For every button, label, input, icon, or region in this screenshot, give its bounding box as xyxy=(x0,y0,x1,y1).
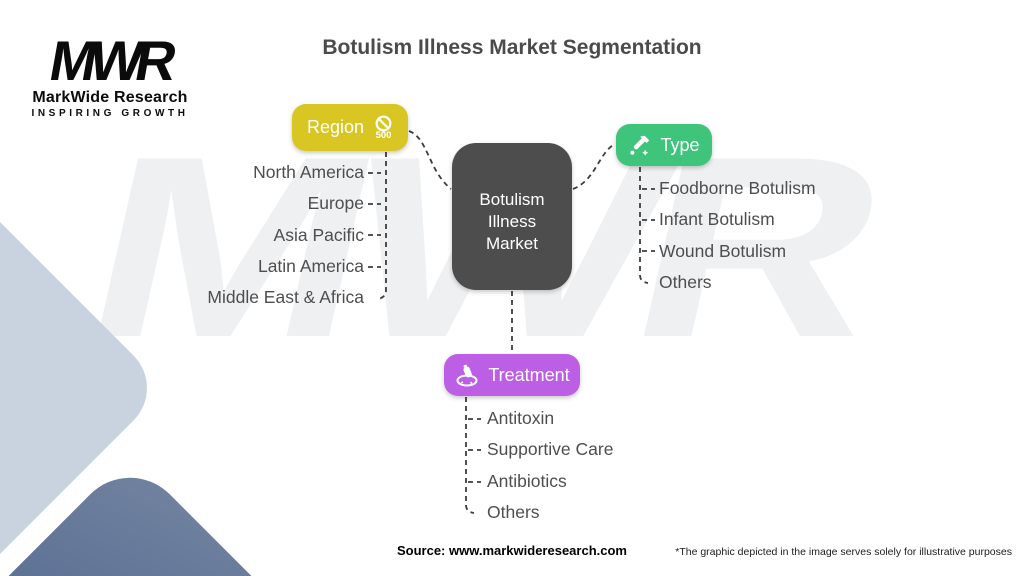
region-node: Region 500 xyxy=(292,104,408,151)
type-item: Foodborne Botulism xyxy=(659,178,816,198)
treatment-item: Antitoxin xyxy=(487,408,555,428)
treatment-items-list: Antitoxin Supportive Care Antibiotics Ot… xyxy=(487,403,613,528)
markwide-logo: MWR MarkWide Research INSPIRING GROWTH xyxy=(26,29,194,120)
source-text: Source: www.markwideresearch.com xyxy=(396,543,627,558)
page-title: Botulism Illness Market Segmentation xyxy=(322,36,702,59)
logo-name: MarkWide Research xyxy=(32,89,188,107)
disclaimer-text: *The graphic depicted in the image serve… xyxy=(675,546,1012,558)
logo-tagline: INSPIRING GROWTH xyxy=(31,108,189,120)
treatment-node-label: Treatment xyxy=(488,364,570,385)
prohibition-icon: 500 xyxy=(374,114,393,141)
region-item: Middle East & Africa xyxy=(207,287,364,308)
type-item: Others xyxy=(659,271,712,292)
type-node: Type xyxy=(616,124,712,166)
ointment-dish-icon xyxy=(454,362,480,388)
region-item: Asia Pacific xyxy=(273,224,364,245)
region-node-label: Region xyxy=(306,117,365,137)
type-item: Infant Botulism xyxy=(659,209,775,230)
region-items-list: North America Europe Asia Pacific Latin … xyxy=(100,157,364,313)
treatment-node: Treatment xyxy=(444,354,580,396)
center-node-line2: Illness xyxy=(487,212,537,232)
center-node-line3: Market xyxy=(486,234,538,254)
type-items-list: Foodborne Botulism Infant Botulism Wound… xyxy=(659,173,816,298)
type-node-label: Type xyxy=(660,134,700,155)
region-icon-badge: 500 xyxy=(375,130,392,142)
region-item: Latin America xyxy=(257,255,364,276)
dropper-icon xyxy=(628,133,652,157)
treatment-item: Antibiotics xyxy=(487,470,567,491)
center-node-line1: Botulism xyxy=(479,190,545,209)
center-node-botulism-illness-market: Botulism Illness Market xyxy=(452,143,572,290)
treatment-item: Others xyxy=(487,501,540,522)
region-item: Europe xyxy=(307,193,364,214)
region-item: North America xyxy=(253,162,364,182)
treatment-item: Supportive Care xyxy=(487,439,614,460)
type-item: Wound Botulism xyxy=(659,240,787,261)
